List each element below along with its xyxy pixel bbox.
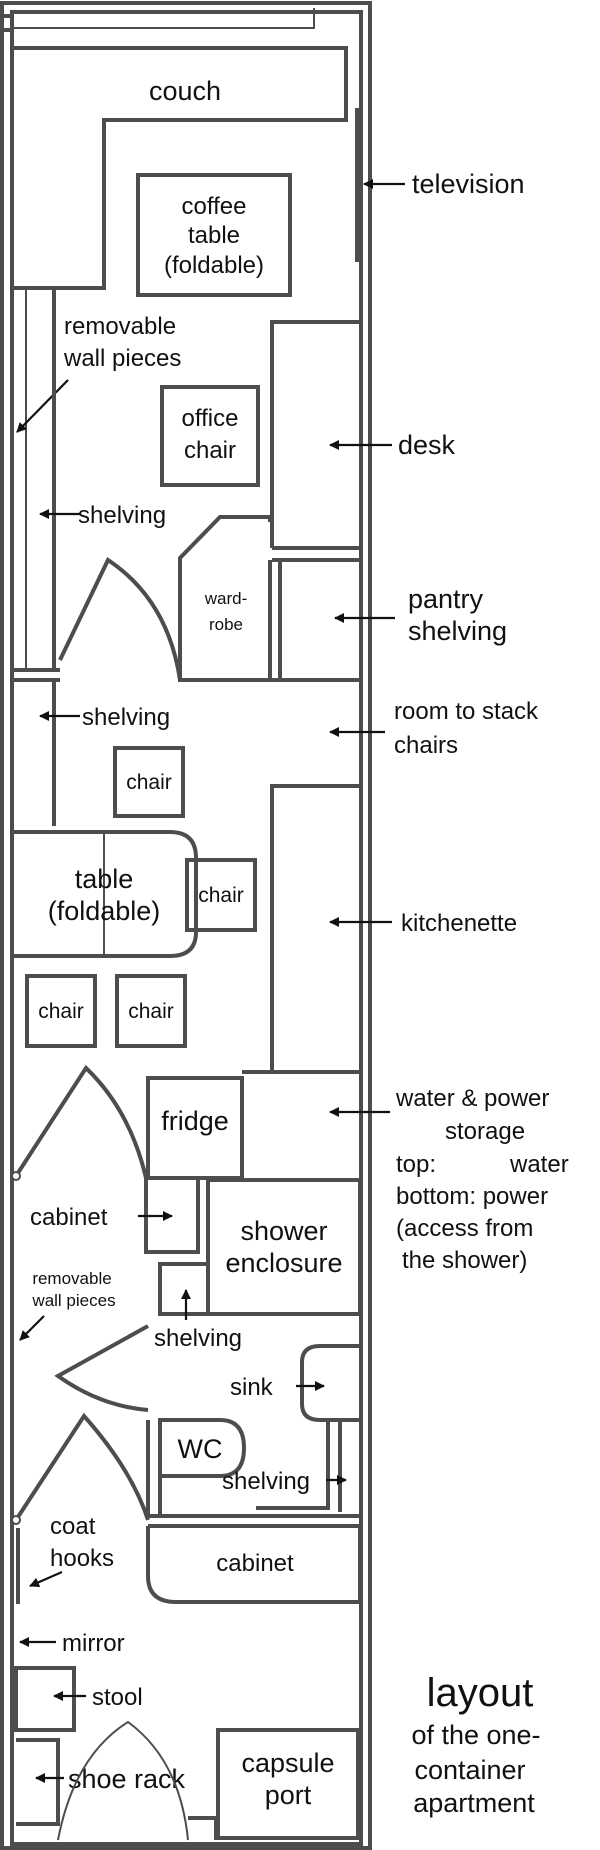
couch: couch: [14, 46, 348, 290]
television-label: television: [412, 169, 525, 199]
coat-hooks-line1: coat: [50, 1513, 96, 1540]
layout-title-line2: container: [414, 1755, 525, 1785]
office-chair: office chair: [160, 385, 260, 487]
removable-wall-top-line1: removable: [64, 313, 176, 340]
chair-right-label: chair: [198, 884, 244, 907]
door-bathroom: [54, 1324, 149, 1412]
door-upper: [58, 557, 182, 681]
chair-bottom-right-label: chair: [128, 1000, 174, 1023]
water-power-line6: (access from: [396, 1215, 533, 1242]
pantry-shelving-line2: shelving: [408, 616, 507, 646]
fridge: fridge: [146, 1076, 244, 1180]
chair-top-label: chair: [126, 771, 172, 794]
sink: sink: [230, 1344, 360, 1422]
stool-label: stool: [92, 1684, 143, 1711]
stool: stool: [14, 1666, 143, 1732]
couch-label: couch: [149, 76, 221, 106]
dining-table: table (foldable): [12, 830, 198, 958]
chair-right: chair: [185, 858, 257, 932]
wc: WC: [146, 1418, 247, 1516]
water-power-line2: storage: [445, 1118, 525, 1145]
office-chair-line1: office: [182, 405, 239, 432]
chair-top: chair: [113, 746, 185, 818]
coffee-table-line1: coffee: [182, 193, 247, 220]
layout-title: layout of the one- container apartment: [411, 1671, 540, 1818]
removable-wall-pieces-bottom: removable wall pieces: [10, 1180, 116, 1600]
coffee-table: coffee table (foldable): [136, 173, 292, 297]
shower-line2: enclosure: [225, 1248, 342, 1278]
wc-label: WC: [178, 1434, 223, 1464]
shelving-top: shelving: [12, 290, 166, 682]
shelving-bathroom-label: shelving: [154, 1325, 242, 1352]
pantry-shelving: pantry shelving: [180, 560, 507, 682]
chair-bottom-right: chair: [115, 974, 187, 1048]
room-to-stack-chairs: room to stack chairs: [329, 698, 539, 759]
cabinet-bottom-label: cabinet: [216, 1550, 294, 1577]
layout-title-line3: apartment: [413, 1788, 535, 1818]
cabinet-middle-label: cabinet: [30, 1204, 108, 1231]
television: television: [355, 108, 525, 262]
room-to-stack-line1: room to stack: [394, 698, 539, 725]
removable-wall-top-line2: wall pieces: [63, 345, 181, 372]
water-power-line3: top:: [396, 1151, 436, 1178]
cabinet-middle: cabinet: [30, 1176, 200, 1254]
shelving-bathroom: shelving: [154, 1262, 242, 1352]
water-power-line4: water: [509, 1151, 569, 1178]
layout-title-line1: of the one-: [411, 1720, 540, 1750]
water-power-storage: water & power storage top: water bottom:…: [242, 1070, 569, 1274]
chair-bottom-left-label: chair: [38, 1000, 84, 1023]
removable-wall-bottom-line1: removable: [32, 1269, 111, 1288]
shoe-rack-label: shoe rack: [68, 1764, 186, 1794]
pantry-shelving-line1: pantry: [408, 584, 484, 614]
capsule-port-line1: capsule: [241, 1748, 334, 1778]
shelving-bathroom-right-label: shelving: [222, 1468, 310, 1495]
table-line2: (foldable): [48, 896, 161, 926]
door-middle: [11, 1064, 148, 1181]
wardrobe: ward- robe: [178, 515, 272, 682]
kitchenette-label: kitchenette: [401, 910, 517, 937]
removable-wall-bottom-line2: wall pieces: [31, 1291, 115, 1310]
desk: desk: [270, 320, 456, 562]
water-power-line5: bottom: power: [396, 1183, 548, 1210]
mirror: mirror: [19, 1630, 125, 1657]
kitchenette: kitchenette: [270, 784, 517, 1072]
office-chair-line2: chair: [184, 437, 236, 464]
table-line1: table: [75, 864, 134, 894]
shelving-bathroom-right: shelving: [222, 1420, 347, 1512]
shelving-top-label: shelving: [78, 502, 166, 529]
desk-label: desk: [398, 430, 456, 460]
coat-hooks: coat hooks: [16, 1513, 114, 1604]
coat-hooks-line2: hooks: [50, 1545, 114, 1572]
wardrobe-line2: robe: [209, 615, 243, 634]
capsule-port-line2: port: [265, 1780, 312, 1810]
sink-label: sink: [230, 1374, 274, 1401]
shoe-rack: shoe rack: [16, 1738, 186, 1826]
shelving-middle-label: shelving: [82, 704, 170, 731]
coffee-table-line3: (foldable): [164, 252, 264, 279]
shower-line1: shower: [240, 1216, 327, 1246]
mirror-label: mirror: [62, 1630, 125, 1657]
shower-enclosure: shower enclosure: [206, 1178, 362, 1316]
room-to-stack-line2: chairs: [394, 732, 458, 759]
fridge-label: fridge: [161, 1106, 229, 1136]
removable-wall-pieces-top: removable wall pieces: [10, 288, 181, 670]
water-power-line1: water & power: [395, 1085, 549, 1112]
shelving-middle: shelving: [39, 680, 170, 826]
layout-title-main: layout: [427, 1671, 534, 1715]
container-walls: [0, 1, 372, 1850]
coffee-table-line2: table: [188, 222, 240, 249]
water-power-line7: the shower): [402, 1247, 527, 1274]
capsule-port: capsule port: [216, 1728, 360, 1840]
chair-bottom-left: chair: [25, 974, 97, 1048]
wardrobe-line1: ward-: [204, 589, 248, 608]
door-entrance: [11, 1412, 150, 1525]
cabinet-bottom: cabinet: [146, 1514, 362, 1604]
